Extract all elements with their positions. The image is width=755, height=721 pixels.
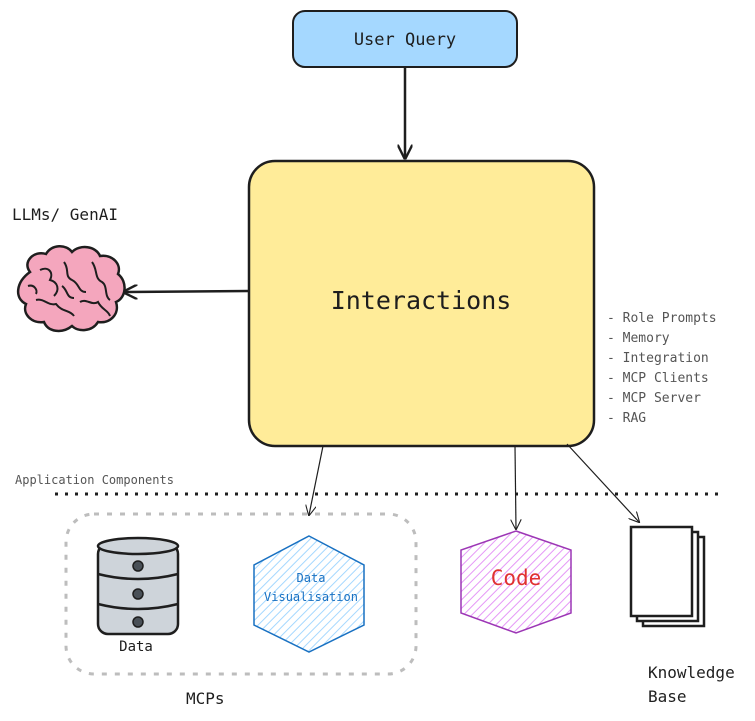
application-components-label: Application Components: [15, 473, 174, 487]
documents-icon: Knowledge Base: [629, 525, 735, 706]
llms-label: LLMs/ GenAI: [12, 205, 118, 224]
arrow-interactions-to-code: [515, 445, 516, 529]
arrow-interactions-to-visualisation: [309, 445, 324, 515]
interactions-node: Interactions: [247, 159, 596, 448]
knowledge-base-label-line2: Base: [648, 687, 687, 706]
mcps-label: MCPs: [186, 689, 225, 708]
feature-item: - Role Prompts: [607, 311, 717, 326]
arrow-interactions-to-llm: [124, 291, 250, 292]
features-list: - Role Prompts - Memory - Integration - …: [607, 311, 717, 426]
feature-item: - RAG: [607, 411, 646, 426]
database-icon: Data: [96, 536, 180, 655]
knowledge-base-label-line1: Knowledge: [648, 663, 735, 682]
data-visualisation-label-line1: Data: [297, 571, 326, 585]
user-query-label: User Query: [354, 30, 456, 50]
arrow-interactions-to-knowledge: [566, 443, 639, 522]
data-label: Data: [119, 639, 153, 655]
data-visualisation-node: Data Visualisation: [253, 535, 365, 653]
code-label: Code: [491, 566, 542, 590]
feature-item: - Memory: [607, 331, 670, 346]
data-visualisation-label-line2: Visualisation: [264, 590, 358, 604]
mcps-group: MCPs: [64, 512, 418, 708]
feature-item: - MCP Server: [607, 391, 701, 406]
user-query-node: User Query: [292, 10, 518, 68]
code-node: Code: [460, 530, 572, 634]
brain-icon: [17, 245, 126, 333]
feature-item: - MCP Clients: [607, 371, 709, 386]
interactions-label: Interactions: [331, 286, 512, 315]
feature-item: - Integration: [607, 351, 709, 366]
